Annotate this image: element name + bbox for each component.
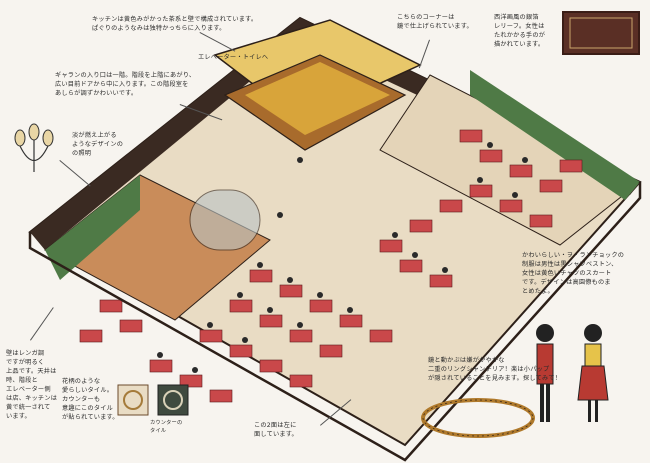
annotation-line: 上品です。天井は: [6, 367, 57, 375]
annotation-tiles: 花柄のような 愛らしいタイル。 カウンターも 意趣にこのタイル が貼られています…: [62, 378, 119, 423]
annotation-line: 花柄のような: [62, 378, 101, 385]
annotation-line: の照明: [72, 149, 92, 157]
annotation-line: 壁はレンガ調: [6, 350, 45, 357]
right-green-wall: [470, 70, 640, 200]
annotation-line: たれかかる手のが: [494, 31, 546, 39]
annotation-floor: この2面は左に 面しています。: [254, 422, 298, 440]
back-wall-left: [30, 18, 300, 250]
annotation-line: は店、キッチンは: [6, 394, 58, 402]
kitchen-counter-top: [245, 62, 390, 135]
annotation-elevator: エレベーター・トイレへ: [198, 54, 268, 63]
annotation-line: ですが明るく: [6, 358, 45, 366]
people: [157, 142, 528, 373]
annotation-lighting: 淡が燃え上がる ようなデザインの の照明: [72, 132, 123, 159]
annotation-line: 愛らしいタイル。: [62, 386, 114, 394]
annotation-entrance: ギャランの入り口は一階。階段を上階にあがり、 広い目前ドアから中に入ります。この…: [55, 72, 195, 99]
annotation-painting: 西洋画風の銀箔 レリーフ。女性は たれかかる手のが 描かれています。: [494, 14, 545, 50]
annotation-line: 鏡と動かぶは嫌がかやかな: [428, 357, 505, 364]
annotation-line: とめたよ。: [522, 287, 554, 295]
annotation-line: が隠されていることを見みます。探してみて！: [428, 374, 562, 382]
annotation-line: 時、階段と: [6, 376, 38, 384]
annotation-line: 西洋画風の銀箔: [494, 14, 539, 21]
annotation-line: 意趣にこのタイル: [62, 404, 113, 412]
annotation-counter: こちらのコーナーは 鏡で仕上げられています。: [397, 14, 473, 32]
annotation-line: カウンターも: [62, 395, 101, 403]
annotation-line: ようなデザインの: [72, 140, 124, 148]
wall-sconce-icon: [14, 123, 54, 172]
annotation-line: かわいらしい・ヲ・ランチョックの: [522, 252, 625, 259]
annotation-line: います。: [6, 412, 31, 420]
annotation-line: エレベーター・トイレへ: [198, 54, 269, 61]
annotation-uniform: かわいらしい・ヲ・ランチョックの 制服は男性は黒シャツベストン、 女性は黄色いチ…: [522, 252, 624, 297]
annotation-line: キッチンは黄色みがかった茶系と壁で構成されています。: [92, 16, 258, 23]
counter-tile-icon: [117, 384, 189, 416]
annotation-line: 制服は男性は黒シャツベストン、: [522, 260, 618, 268]
annotation-line: あしらが調ずかわいいです。: [55, 89, 138, 97]
annotation-line: タイル: [150, 427, 167, 434]
annotation-line: この2面は左に: [254, 422, 297, 429]
annotation-line: 黄で統一されて: [6, 403, 51, 411]
annotation-kitchen: キッチンは黄色みがかった茶系と壁で構成されています。 ぱぐりのようなみは独特かっ…: [92, 16, 257, 34]
annotation-line: 二重のリングシャンデリア！楽は小パップ: [428, 365, 550, 373]
annotation-line: エレベーター側: [6, 385, 51, 393]
green-brick-wall: [45, 175, 140, 280]
annotation-line: 面しています。: [254, 430, 298, 438]
framed-painting: [562, 11, 640, 55]
waitress-figure: [577, 324, 609, 422]
annotation-line: 鏡で仕上げられています。: [397, 22, 473, 30]
annotation-line: 淡が燃え上がる: [72, 132, 117, 139]
annotation-line: 描かれています。: [494, 40, 545, 48]
tile-caption: カウンターの タイル: [150, 420, 182, 435]
annotation-line: が貼られています。: [62, 413, 119, 421]
round-counter: [189, 189, 261, 251]
annotation-wall: 壁はレンガ調 ですが明るく 上品です。天井は 時、階段と エレベーター側 は店、…: [6, 350, 57, 422]
waiter-figure: [536, 324, 554, 422]
annotation-line: 広い目前ドアから中に入ります。この階段室を: [55, 80, 189, 88]
annotation-line: こちらのコーナーは: [397, 14, 455, 21]
annotation-line: ぱぐりのようなみは独特かっちらに入ります。: [92, 24, 226, 32]
annotation-chandelier: 鏡と動かぶは嫌がかやかな 二重のリングシャンデリア！楽は小パップ が隠されている…: [428, 357, 561, 384]
front-wall: [28, 182, 642, 462]
annotation-line: カウンターの: [150, 420, 183, 426]
seating-area: [79, 129, 583, 403]
annotation-line: です。デザインは高園僚ものま: [522, 278, 611, 286]
annotation-line: 女性は黄色いチャツのスカート: [522, 269, 612, 277]
annotation-line: ギャランの入り口は一階。階段を上階にあがり、: [55, 72, 196, 79]
annotation-line: レリーフ。女性は: [494, 22, 545, 30]
